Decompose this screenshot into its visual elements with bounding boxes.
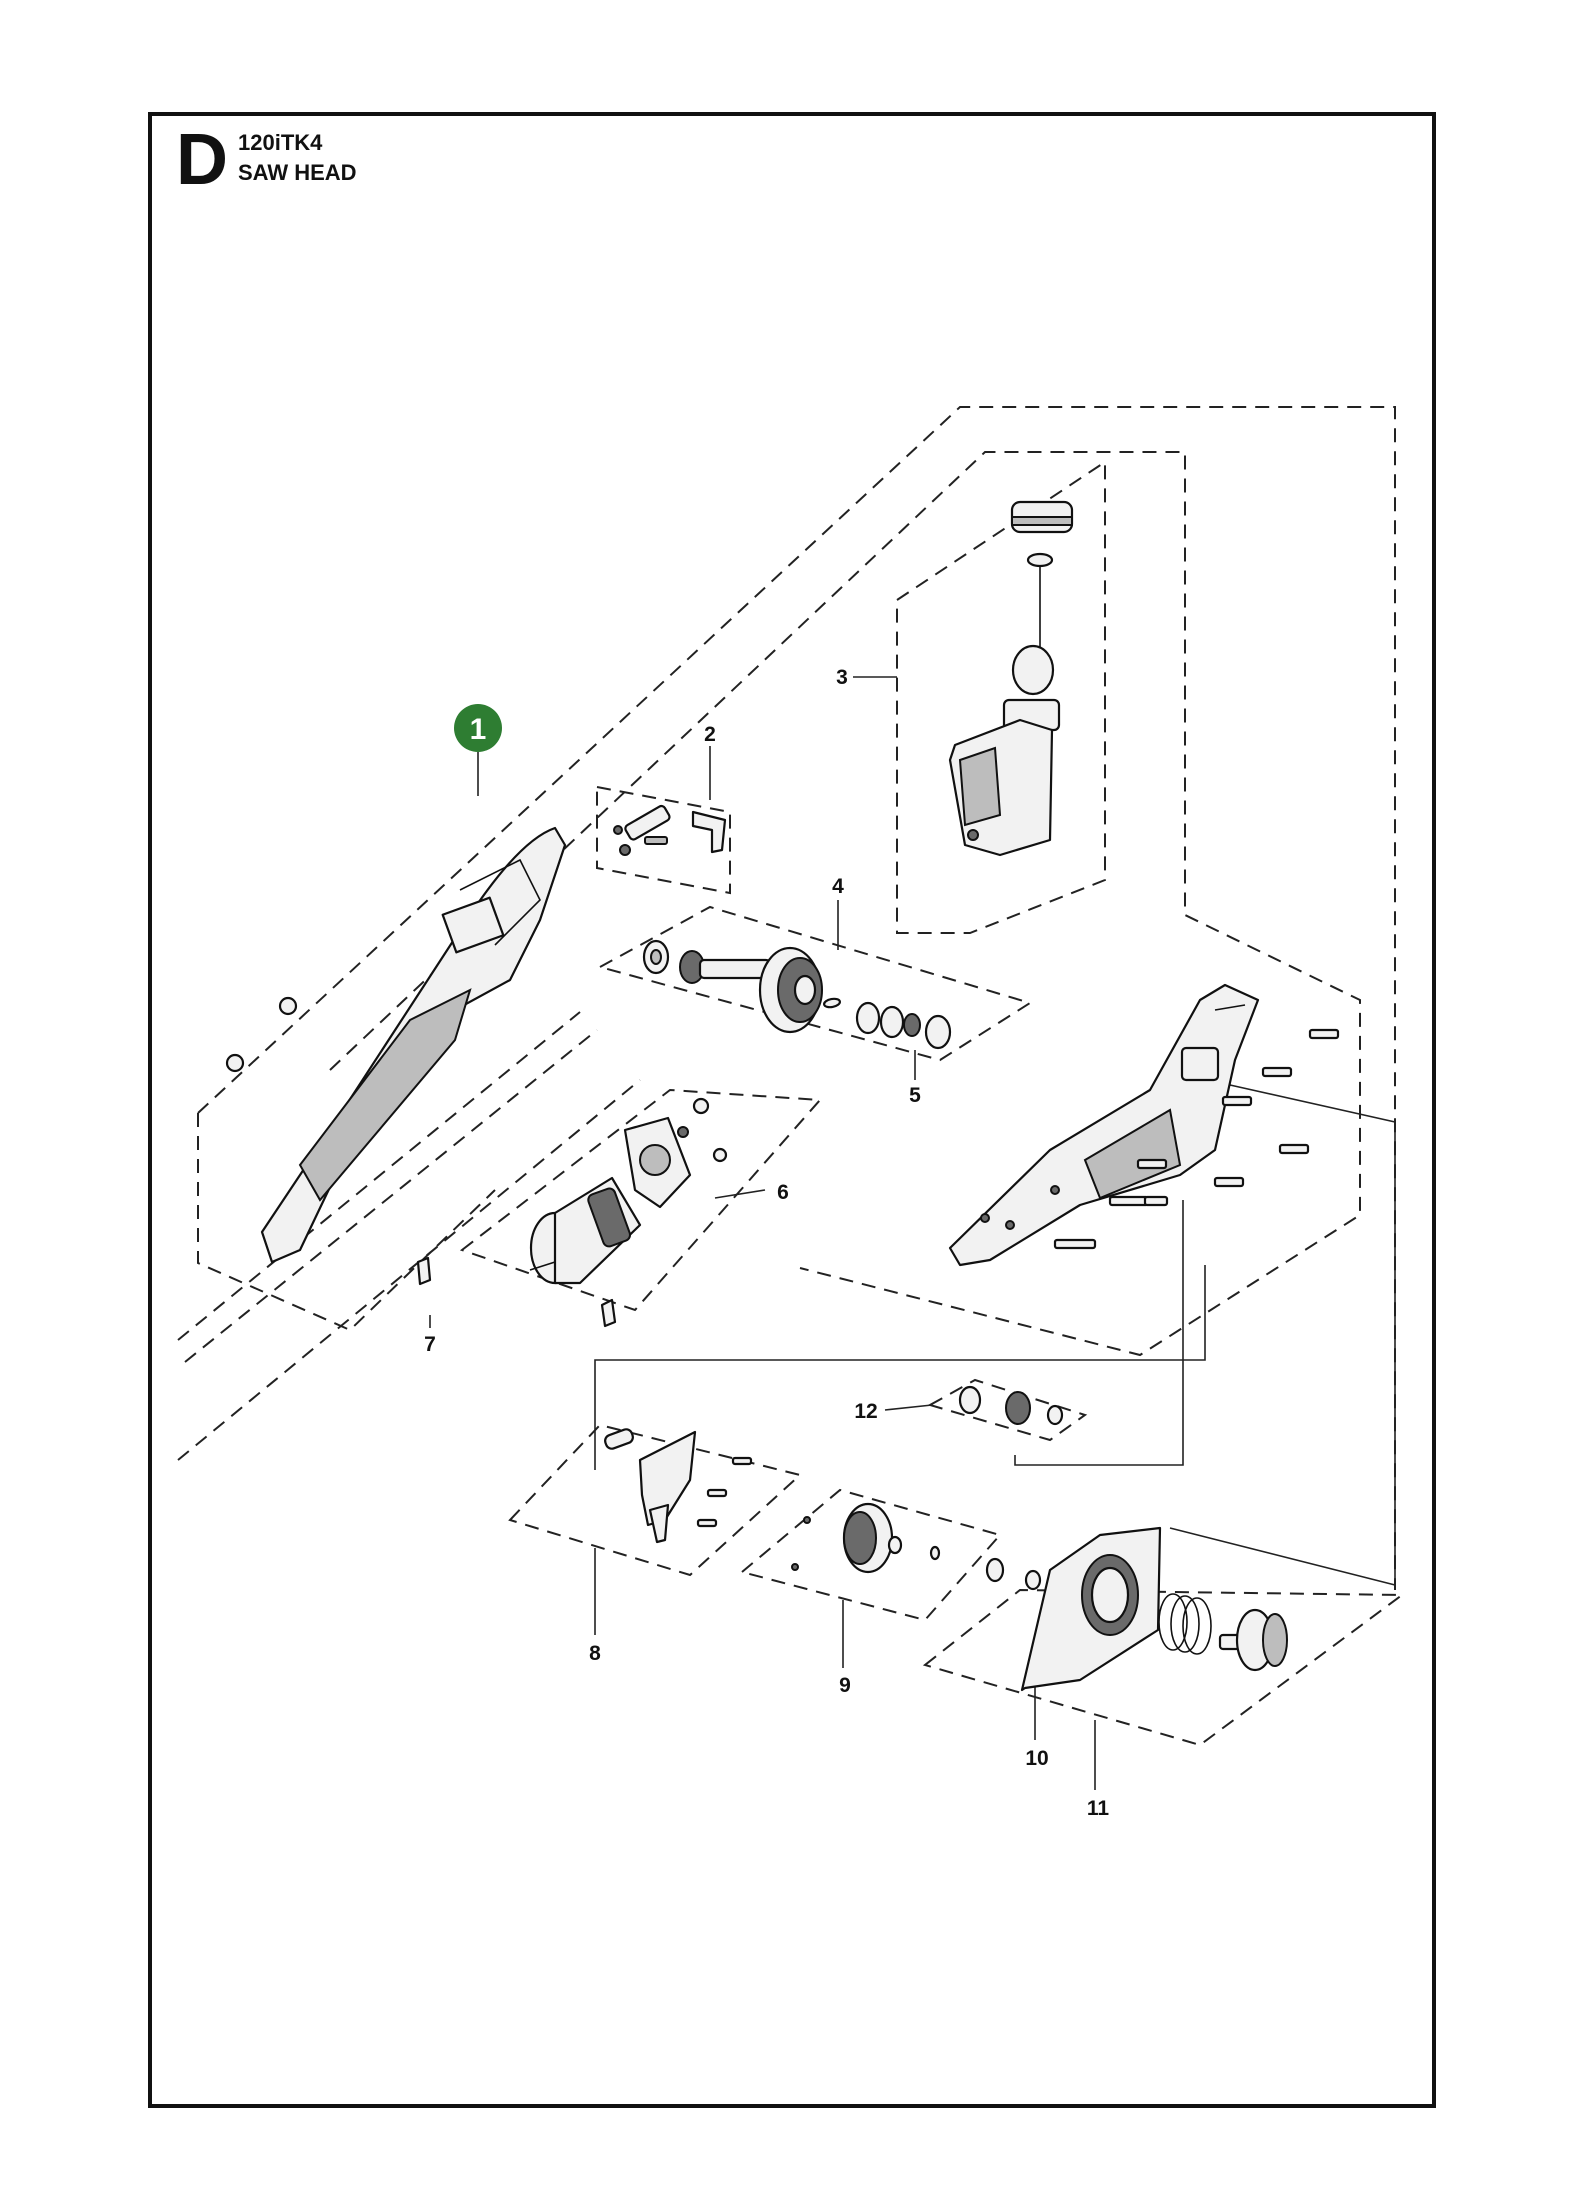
section-title: SAW HEAD [238,160,357,185]
callout-11: 11 [1087,1797,1110,1820]
callout-1-number: 1 [470,713,487,746]
bracket-line-screws [1014,1200,1184,1466]
bar-plate-assembly [604,1428,753,1544]
washer-set [958,1385,1064,1426]
model-code: 120iTK4 [238,130,323,155]
callout-10: 10 [1025,1747,1048,1770]
right-housing-half [948,983,1260,1267]
filter-icon [1011,644,1055,696]
pole-outline [177,1011,641,1461]
group-6-outline [459,1088,823,1312]
sprocket-assembly [791,1502,1005,1583]
leader-12 [884,1404,933,1411]
callout-1-badge: 1 [454,704,502,752]
assembly-outline-main [197,406,1396,1590]
callout-9: 9 [839,1674,851,1697]
callout-5: 5 [909,1084,921,1107]
callout-4: 4 [832,875,844,898]
assembly-outlines [177,406,1405,1747]
part-2-assembly [613,804,727,856]
section-letter: D [176,120,228,200]
chain-cover-assembly [1020,1526,1288,1692]
motor-assembly [529,1097,728,1285]
group-2-outline [596,785,731,895]
leader-6 [714,1189,766,1199]
callout-7: 7 [424,1333,436,1356]
oil-tank-assembly [948,500,1074,857]
bracket-line-right [1169,1084,1396,1587]
group-12-outline [927,1378,1088,1442]
nut-icon [278,996,298,1016]
leader-lines [429,676,1396,1790]
assembly-outline-inner [329,451,1361,1357]
callout-3: 3 [836,666,848,689]
callout-8: 8 [589,1642,601,1665]
callout-1-circle [454,704,502,752]
group-9-outline [739,1488,1002,1622]
gear-shaft-assembly [642,939,952,1050]
housing-screws [1053,1028,1340,1250]
group-11-outline [922,1588,1405,1747]
page-frame [148,112,1436,2108]
nut-icon [225,1053,245,1073]
group-3-outline [896,460,1106,934]
callout-12: 12 [854,1400,877,1423]
callout-2: 2 [704,723,716,746]
left-housing-half [225,826,567,1264]
callout-numbers: 2 3 4 5 6 7 8 9 10 11 12 [424,666,1109,1820]
brush-clips [416,1256,617,1328]
bracket-line-cover [594,1265,1206,1470]
callout-6: 6 [777,1181,789,1204]
